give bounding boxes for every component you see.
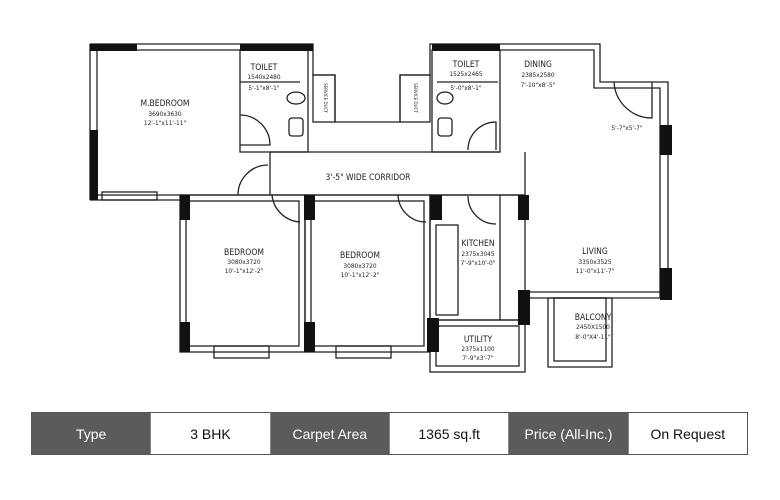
svg-text:10'-1"x12'-2": 10'-1"x12'-2" — [341, 271, 380, 279]
svg-text:7'-10"x8'-5": 7'-10"x8'-5" — [521, 81, 556, 89]
svg-text:TOILET: TOILET — [250, 63, 278, 73]
svg-text:M.BEDROOM: M.BEDROOM — [141, 99, 190, 109]
room-label-balcony: BALCONY 2450X1500 8'-0"X4'-11" — [575, 313, 612, 341]
service-duct-label: SERVICE DUCT — [412, 83, 418, 113]
carpet-area-label: Carpet Area — [270, 413, 390, 454]
room-label-living: LIVING 3350x3525 11'-0"x11'-7" — [576, 247, 615, 275]
price-value: On Request — [628, 413, 747, 454]
svg-text:DINING: DINING — [524, 60, 552, 70]
svg-text:7'-9"x3'-7": 7'-9"x3'-7" — [462, 354, 493, 362]
corridor-label: 3'-5" WIDE CORRIDOR — [326, 173, 412, 183]
svg-text:BEDROOM: BEDROOM — [224, 248, 264, 258]
svg-text:2375x1100: 2375x1100 — [461, 345, 494, 353]
svg-text:5'-1"x8'-1": 5'-1"x8'-1" — [248, 84, 279, 92]
spec-bar: Type 3 BHK Carpet Area 1365 sq.ft Price … — [31, 412, 748, 455]
fixtures — [286, 91, 454, 137]
svg-text:2375x3045: 2375x3045 — [461, 250, 494, 258]
svg-text:12'-1"x11'-11": 12'-1"x11'-11" — [144, 119, 187, 127]
svg-text:LIVING: LIVING — [582, 247, 608, 257]
type-value: 3 BHK — [151, 413, 271, 454]
carpet-area-value: 1365 sq.ft — [389, 413, 510, 454]
foyer-dimension: 5'-7"x5'-7" — [611, 124, 642, 132]
floor-plan: M.BEDROOM 3690x3630 12'-1"x11'-11" TOILE… — [89, 43, 672, 373]
svg-text:5'-0"x8'-1": 5'-0"x8'-1" — [450, 84, 481, 92]
service-duct-label: SERVICE DUCT — [322, 83, 328, 113]
svg-text:11'-0"x11'-7": 11'-0"x11'-7" — [576, 267, 615, 275]
svg-text:2385x2580: 2385x2580 — [521, 71, 554, 79]
svg-text:BALCONY: BALCONY — [575, 313, 612, 323]
room-label-bedroom-1: BEDROOM 3080x3720 10'-1"x12'-2" — [224, 248, 264, 275]
type-label: Type — [32, 413, 152, 454]
price-label: Price (All-Inc.) — [509, 413, 629, 454]
room-label-utility: UTILITY 2375x1100 7'-9"x3'-7" — [461, 335, 494, 362]
svg-text:UTILITY: UTILITY — [464, 335, 493, 345]
svg-text:KITCHEN: KITCHEN — [461, 239, 494, 249]
svg-text:8'-0"X4'-11": 8'-0"X4'-11" — [575, 333, 611, 341]
room-label-dining: DINING 2385x2580 7'-10"x8'-5" — [521, 60, 556, 89]
svg-text:3690x3630: 3690x3630 — [148, 110, 181, 118]
svg-text:3080x3720: 3080x3720 — [343, 262, 376, 270]
svg-text:TOILET: TOILET — [452, 60, 480, 70]
room-label-master-bedroom: M.BEDROOM 3690x3630 12'-1"x11'-11" — [141, 99, 190, 127]
room-label-bedroom-2: BEDROOM 3080x3720 10'-1"x12'-2" — [340, 251, 380, 279]
columns — [90, 44, 672, 352]
svg-text:3080x3720: 3080x3720 — [227, 258, 260, 266]
door-swings — [237, 81, 653, 225]
svg-text:3350x3525: 3350x3525 — [578, 258, 611, 266]
room-label-toilet-1: TOILET 1540x2480 5'-1"x8'-1" — [247, 63, 280, 92]
room-label-kitchen: KITCHEN 2375x3045 7'-9"x10'-0" — [461, 239, 496, 267]
svg-text:2450X1500: 2450X1500 — [576, 323, 610, 331]
room-label-toilet-2: TOILET 1525x2465 5'-0"x8'-1" — [449, 60, 482, 92]
svg-text:1525x2465: 1525x2465 — [449, 70, 482, 78]
svg-text:1540x2480: 1540x2480 — [247, 73, 280, 81]
svg-text:10'-1"x12'-2": 10'-1"x12'-2" — [225, 267, 264, 275]
svg-text:BEDROOM: BEDROOM — [340, 251, 380, 261]
svg-text:7'-9"x10'-0": 7'-9"x10'-0" — [461, 259, 496, 267]
